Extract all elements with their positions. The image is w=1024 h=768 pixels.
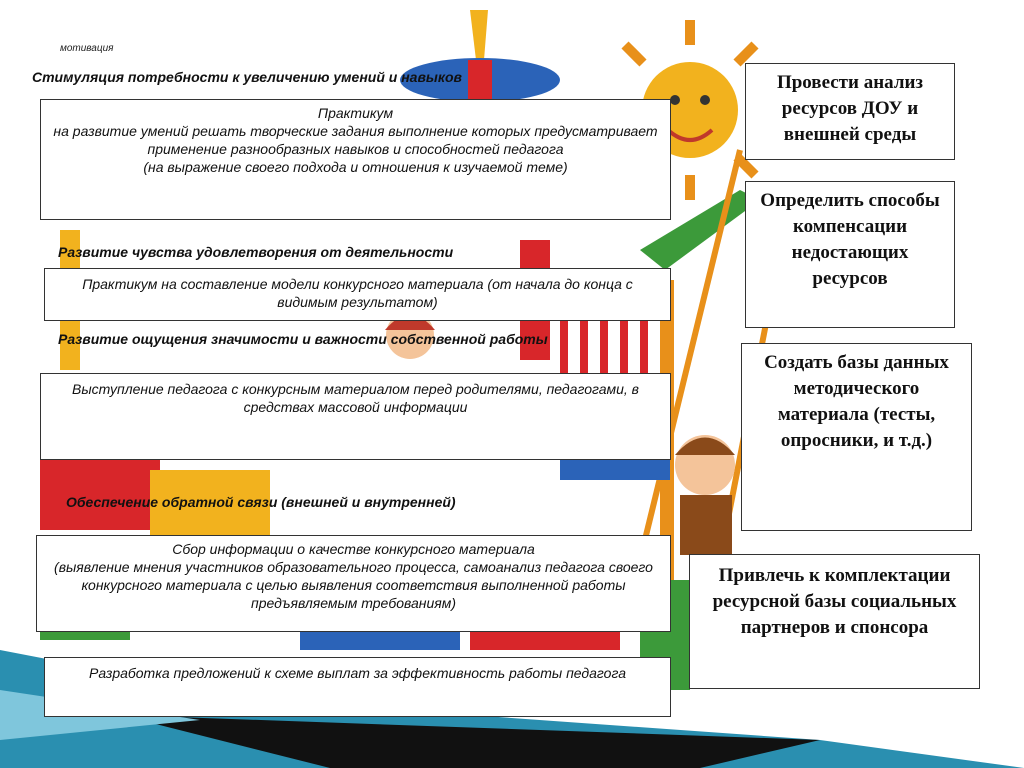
spire-icon [470, 10, 488, 60]
box-info-collection: Сбор информации о качестве конкурсного м… [36, 535, 671, 632]
heading-stimulation: Стимуляция потребности к увеличению умен… [32, 69, 462, 85]
box-method-database: Создать базы данных методического матери… [741, 343, 972, 531]
box-payment-proposals: Разработка предложений к схеме выплат за… [44, 657, 671, 717]
box-presentation: Выступление педагога с конкурсным матери… [40, 373, 671, 460]
decor-stripe-black [120, 715, 820, 768]
box-text-line: (на выражение своего подхода и отношения… [143, 159, 568, 175]
swing-rope-icon [637, 149, 743, 561]
box-text-line: Выступление педагога с конкурсным матери… [72, 381, 639, 415]
heading-feedback: Обеспечение обратной связи (внешней и вн… [66, 494, 456, 510]
slide-icon [640, 190, 760, 270]
fence-icon [560, 300, 648, 420]
box-resource-analysis: Провести анализ ресурсов ДОУ и внешней с… [745, 63, 955, 160]
box-compensation-methods: Определить способы компенсации недостающ… [745, 181, 955, 328]
caption-label: мотивация [60, 43, 114, 54]
post-icon [468, 60, 492, 100]
box-text-line: Практикум [317, 105, 394, 121]
box-practicum-model: Практикум на составление модели конкурсн… [44, 268, 671, 321]
child-icon [675, 435, 735, 555]
box-text-line: Практикум на составление модели конкурсн… [82, 276, 633, 310]
box-text-line: на развитие умений решать творческие зад… [53, 123, 658, 157]
heading-significance: Развитие ощущения значимости и важности … [58, 331, 548, 347]
box-practicum-skills: Практикум на развитие умений решать твор… [40, 99, 671, 220]
box-text-line: Разработка предложений к схеме выплат за… [89, 665, 626, 681]
heading-satisfaction: Развитие чувства удовлетворения от деяте… [58, 244, 454, 260]
decor-block-yellow [150, 470, 270, 540]
box-social-partners: Привлечь к комплектации ресурсной базы с… [689, 554, 980, 689]
box-text-line: (выявление мнения участников образовател… [54, 559, 653, 611]
box-text-line: Сбор информации о качестве конкурсного м… [172, 541, 535, 557]
